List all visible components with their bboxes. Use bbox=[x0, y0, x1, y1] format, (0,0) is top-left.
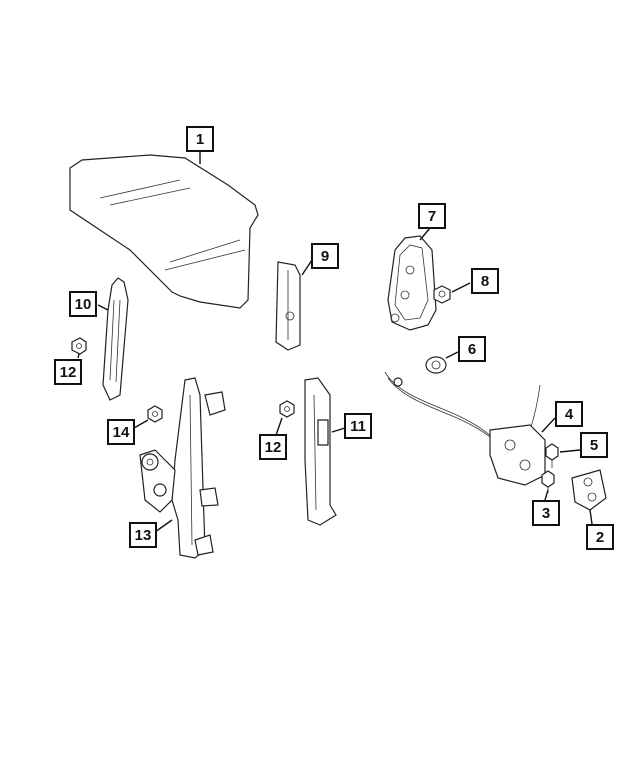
screw-part bbox=[541, 470, 555, 493]
callout-13: 13 bbox=[129, 522, 157, 548]
callout-14: 14 bbox=[107, 419, 135, 445]
callout-4: 4 bbox=[555, 401, 583, 427]
glass-channel-part bbox=[102, 277, 129, 401]
nut-part bbox=[433, 285, 451, 304]
callout-11: 11 bbox=[344, 413, 372, 439]
rear-channel-part bbox=[304, 377, 337, 526]
callout-5: 5 bbox=[580, 432, 608, 458]
callout-1: 1 bbox=[186, 126, 214, 152]
callout-12-right: 12 bbox=[259, 434, 287, 460]
callout-12-left: 12 bbox=[54, 359, 82, 385]
callout-10: 10 bbox=[69, 291, 97, 317]
nut-part bbox=[279, 400, 295, 418]
outside-mirror-part bbox=[387, 235, 437, 331]
nut-part bbox=[147, 405, 163, 423]
door-glass-part bbox=[69, 154, 259, 309]
callout-9: 9 bbox=[311, 243, 339, 269]
grommet-part bbox=[425, 356, 447, 374]
glass-guide-part bbox=[275, 261, 301, 351]
window-regulator-part bbox=[139, 377, 226, 559]
callout-2: 2 bbox=[586, 524, 614, 550]
callout-8: 8 bbox=[471, 268, 499, 294]
nut-part bbox=[71, 337, 87, 355]
striker-part bbox=[571, 469, 607, 511]
screw-part bbox=[545, 443, 559, 468]
callout-7: 7 bbox=[418, 203, 446, 229]
door-latch-part bbox=[384, 371, 546, 486]
callout-6: 6 bbox=[458, 336, 486, 362]
callout-3: 3 bbox=[532, 500, 560, 526]
